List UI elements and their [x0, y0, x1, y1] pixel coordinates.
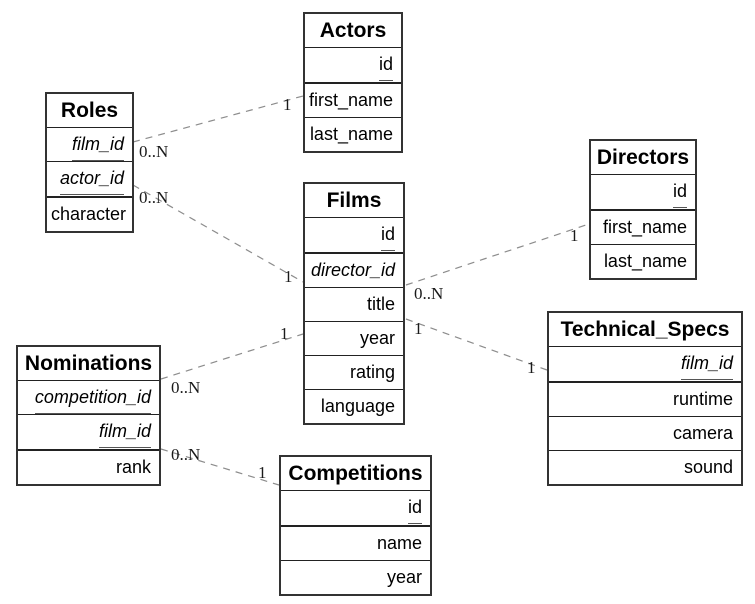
- field-competitions-id: id: [407, 491, 422, 524]
- field-row-films-rating: rating: [305, 356, 403, 390]
- table-technical-specs-title: Technical_Specs: [549, 313, 741, 347]
- table-actors: Actors id first_name last_name: [303, 12, 403, 153]
- field-row-competitions-name: name: [281, 527, 430, 561]
- table-roles-title: Roles: [47, 94, 132, 128]
- field-films-language: language: [320, 396, 395, 416]
- field-roles-film-id: film_id: [71, 128, 124, 161]
- field-actors-first-name: first_name: [309, 90, 394, 110]
- relationship-line-films-technical-specs: [405, 318, 548, 371]
- table-technical-specs: Technical_Specs film_id runtime camera s…: [547, 311, 743, 486]
- field-technical-specs-film-id: film_id: [680, 347, 733, 380]
- field-row-films-id: id: [305, 218, 403, 254]
- field-films-id: id: [380, 218, 395, 251]
- field-roles-actor-id: actor_id: [59, 162, 124, 195]
- field-technical-specs-runtime: runtime: [672, 389, 733, 409]
- relationship-line-roles-films: [132, 184, 304, 283]
- field-nominations-rank: rank: [115, 457, 151, 477]
- cardinality-nominations-competitions-many: 0..N: [171, 445, 201, 464]
- field-directors-last-name: last_name: [603, 251, 687, 271]
- field-row-roles-character: character: [47, 198, 132, 231]
- cardinality-roles-actors-many: 0..N: [139, 142, 169, 161]
- field-directors-id: id: [672, 175, 687, 208]
- relationship-line-roles-actors: [132, 95, 304, 143]
- field-row-directors-first-name: first_name: [591, 211, 695, 245]
- table-competitions: Competitions id name year: [279, 455, 432, 596]
- field-films-title: title: [366, 294, 395, 314]
- field-row-nominations-film-id: film_id: [18, 415, 159, 451]
- cardinality-nominations-competitions-one: 1: [258, 463, 267, 482]
- field-technical-specs-sound: sound: [683, 457, 733, 477]
- cardinality-nominations-films-many: 0..N: [171, 378, 201, 397]
- relationship-line-films-directors: [405, 223, 590, 286]
- cardinality-nominations-films-one: 1: [280, 324, 289, 343]
- table-directors-title: Directors: [591, 141, 695, 175]
- cardinality-films-directors-many: 0..N: [414, 284, 444, 303]
- field-row-competitions-id: id: [281, 491, 430, 527]
- field-technical-specs-camera: camera: [672, 423, 733, 443]
- table-nominations-title: Nominations: [18, 347, 159, 381]
- table-actors-title: Actors: [305, 14, 401, 48]
- field-row-technical-specs-runtime: runtime: [549, 383, 741, 417]
- cardinality-films-technical-specs-one-films: 1: [414, 319, 423, 338]
- cardinality-roles-actors-one: 1: [283, 95, 292, 114]
- cardinality-films-directors-one: 1: [570, 226, 579, 245]
- field-row-actors-last-name: last_name: [305, 118, 401, 151]
- table-films-title: Films: [305, 184, 403, 218]
- field-row-technical-specs-film-id: film_id: [549, 347, 741, 383]
- field-row-films-title: title: [305, 288, 403, 322]
- field-row-directors-last-name: last_name: [591, 245, 695, 278]
- table-nominations: Nominations competition_id film_id rank: [16, 345, 161, 486]
- field-row-films-year: year: [305, 322, 403, 356]
- field-row-competitions-year: year: [281, 561, 430, 594]
- field-row-actors-first-name: first_name: [305, 84, 401, 118]
- table-roles: Roles film_id actor_id character: [45, 92, 134, 233]
- field-row-actors-id: id: [305, 48, 401, 84]
- field-nominations-competition-id: competition_id: [34, 381, 151, 414]
- field-row-nominations-rank: rank: [18, 451, 159, 484]
- table-films: Films id director_id title year rating l…: [303, 182, 405, 425]
- field-nominations-film-id: film_id: [98, 415, 151, 448]
- field-actors-id: id: [378, 48, 393, 81]
- field-competitions-name: name: [376, 533, 422, 553]
- table-directors: Directors id first_name last_name: [589, 139, 697, 280]
- field-films-director-id: director_id: [310, 260, 395, 280]
- cardinality-roles-films-many: 0..N: [139, 188, 169, 207]
- field-row-technical-specs-sound: sound: [549, 451, 741, 484]
- field-row-films-director-id: director_id: [305, 254, 403, 288]
- table-competitions-title: Competitions: [281, 457, 430, 491]
- field-row-roles-film-id: film_id: [47, 128, 132, 162]
- field-row-films-language: language: [305, 390, 403, 423]
- cardinality-roles-films-one: 1: [284, 267, 293, 286]
- field-row-technical-specs-camera: camera: [549, 417, 741, 451]
- field-competitions-year: year: [386, 567, 422, 587]
- field-films-rating: rating: [349, 362, 395, 382]
- field-directors-first-name: first_name: [602, 217, 687, 237]
- field-roles-character: character: [51, 204, 127, 224]
- field-row-roles-actor-id: actor_id: [47, 162, 132, 198]
- field-actors-last-name: last_name: [309, 124, 393, 144]
- field-films-year: year: [359, 328, 395, 348]
- field-row-directors-id: id: [591, 175, 695, 211]
- cardinality-films-technical-specs-one-specs: 1: [527, 358, 536, 377]
- field-row-nominations-competition-id: competition_id: [18, 381, 159, 415]
